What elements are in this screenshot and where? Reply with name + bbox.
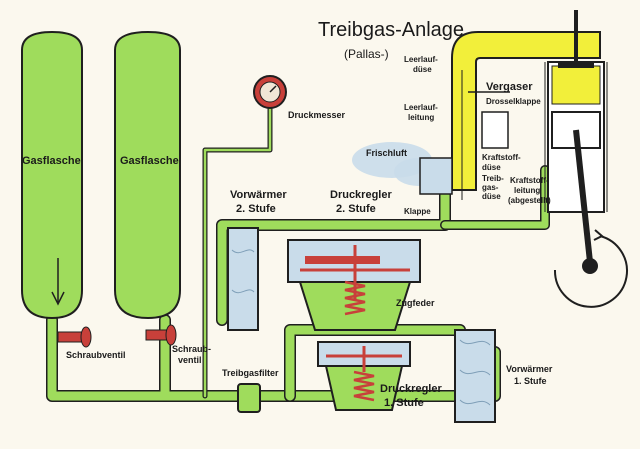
label-kraftstoffleitung-b: leitung — [514, 186, 540, 195]
screw-valve-1 — [57, 326, 92, 348]
gas-cylinder-1 — [21, 30, 83, 320]
label-gasflasche-1: Gasflasche — [22, 155, 81, 167]
preheater-stage-1 — [454, 329, 496, 423]
label-vorwaermer-1-b: 1. Stufe — [514, 376, 547, 386]
label-kraftstoffduese-b: düse — [482, 163, 501, 172]
diagram-title: Treibgas-Anlage — [318, 19, 464, 41]
label-vorwaermer-2-b: 2. Stufe — [236, 203, 276, 215]
engine-cylinder — [544, 10, 628, 308]
label-frischluft: Frischluft — [366, 148, 407, 158]
label-treibgasfilter: Treibgasfilter — [222, 368, 279, 378]
pressure-gauge-icon — [253, 75, 287, 109]
label-vergaser: Vergaser — [486, 81, 533, 93]
label-druckregler-2-a: Druckregler — [330, 189, 392, 201]
label-leerlaufleitung-a: Leerlauf- — [404, 103, 438, 112]
screw-valve-2 — [145, 324, 177, 346]
label-schraubventil-2-b: ventil — [178, 355, 202, 365]
gas-cylinder-2 — [114, 30, 181, 320]
label-druckregler-2-b: 2. Stufe — [336, 203, 376, 215]
label-kraftstoffduese-a: Kraftstoff- — [482, 153, 521, 162]
label-druckmesser: Druckmesser — [288, 110, 346, 120]
label-treibgasduese-a: Treib- — [482, 174, 504, 183]
label-schraubventil-2-a: Schraub- — [172, 344, 211, 354]
pressure-regulator-2 — [287, 239, 421, 331]
label-druckregler-1-a: Druckregler — [380, 383, 442, 395]
preheater-stage-2 — [227, 227, 259, 331]
label-zugfeder: Zugfeder — [396, 298, 435, 308]
label-druckregler-1-b: 1. Stufe — [384, 397, 424, 409]
diagram-subtitle: (Pallas-) — [344, 47, 389, 61]
label-leerlaufduese-a: Leerlauf- — [404, 55, 438, 64]
fresh-air-cloud — [352, 142, 453, 195]
float-chamber — [461, 70, 510, 200]
gas-filter — [237, 383, 261, 413]
label-leerlaufleitung-b: leitung — [408, 113, 434, 122]
label-treibgasduese-b: gas- — [482, 183, 499, 192]
intake-manifold — [451, 31, 601, 191]
label-leerlaufduese-b: düse — [413, 65, 432, 74]
label-treibgasduese-c: düse — [482, 192, 501, 201]
label-kraftstoffleitung-c: (abgestellt) — [508, 196, 551, 205]
flow-arrow-icon — [51, 258, 65, 306]
label-drosselklappe: Drosselklappe — [486, 97, 541, 106]
label-vorwaermer-2-a: Vorwärmer — [230, 189, 287, 201]
label-gasflasche-2: Gasflasche — [120, 155, 179, 167]
label-klappe: Klappe — [404, 207, 431, 216]
label-vorwaermer-1-a: Vorwärmer — [506, 364, 553, 374]
pressure-regulator-1 — [317, 341, 411, 411]
label-kraftstoffleitung-a: Kraftstoff- — [510, 176, 549, 185]
label-schraubventil-1: Schraubventil — [66, 350, 126, 360]
